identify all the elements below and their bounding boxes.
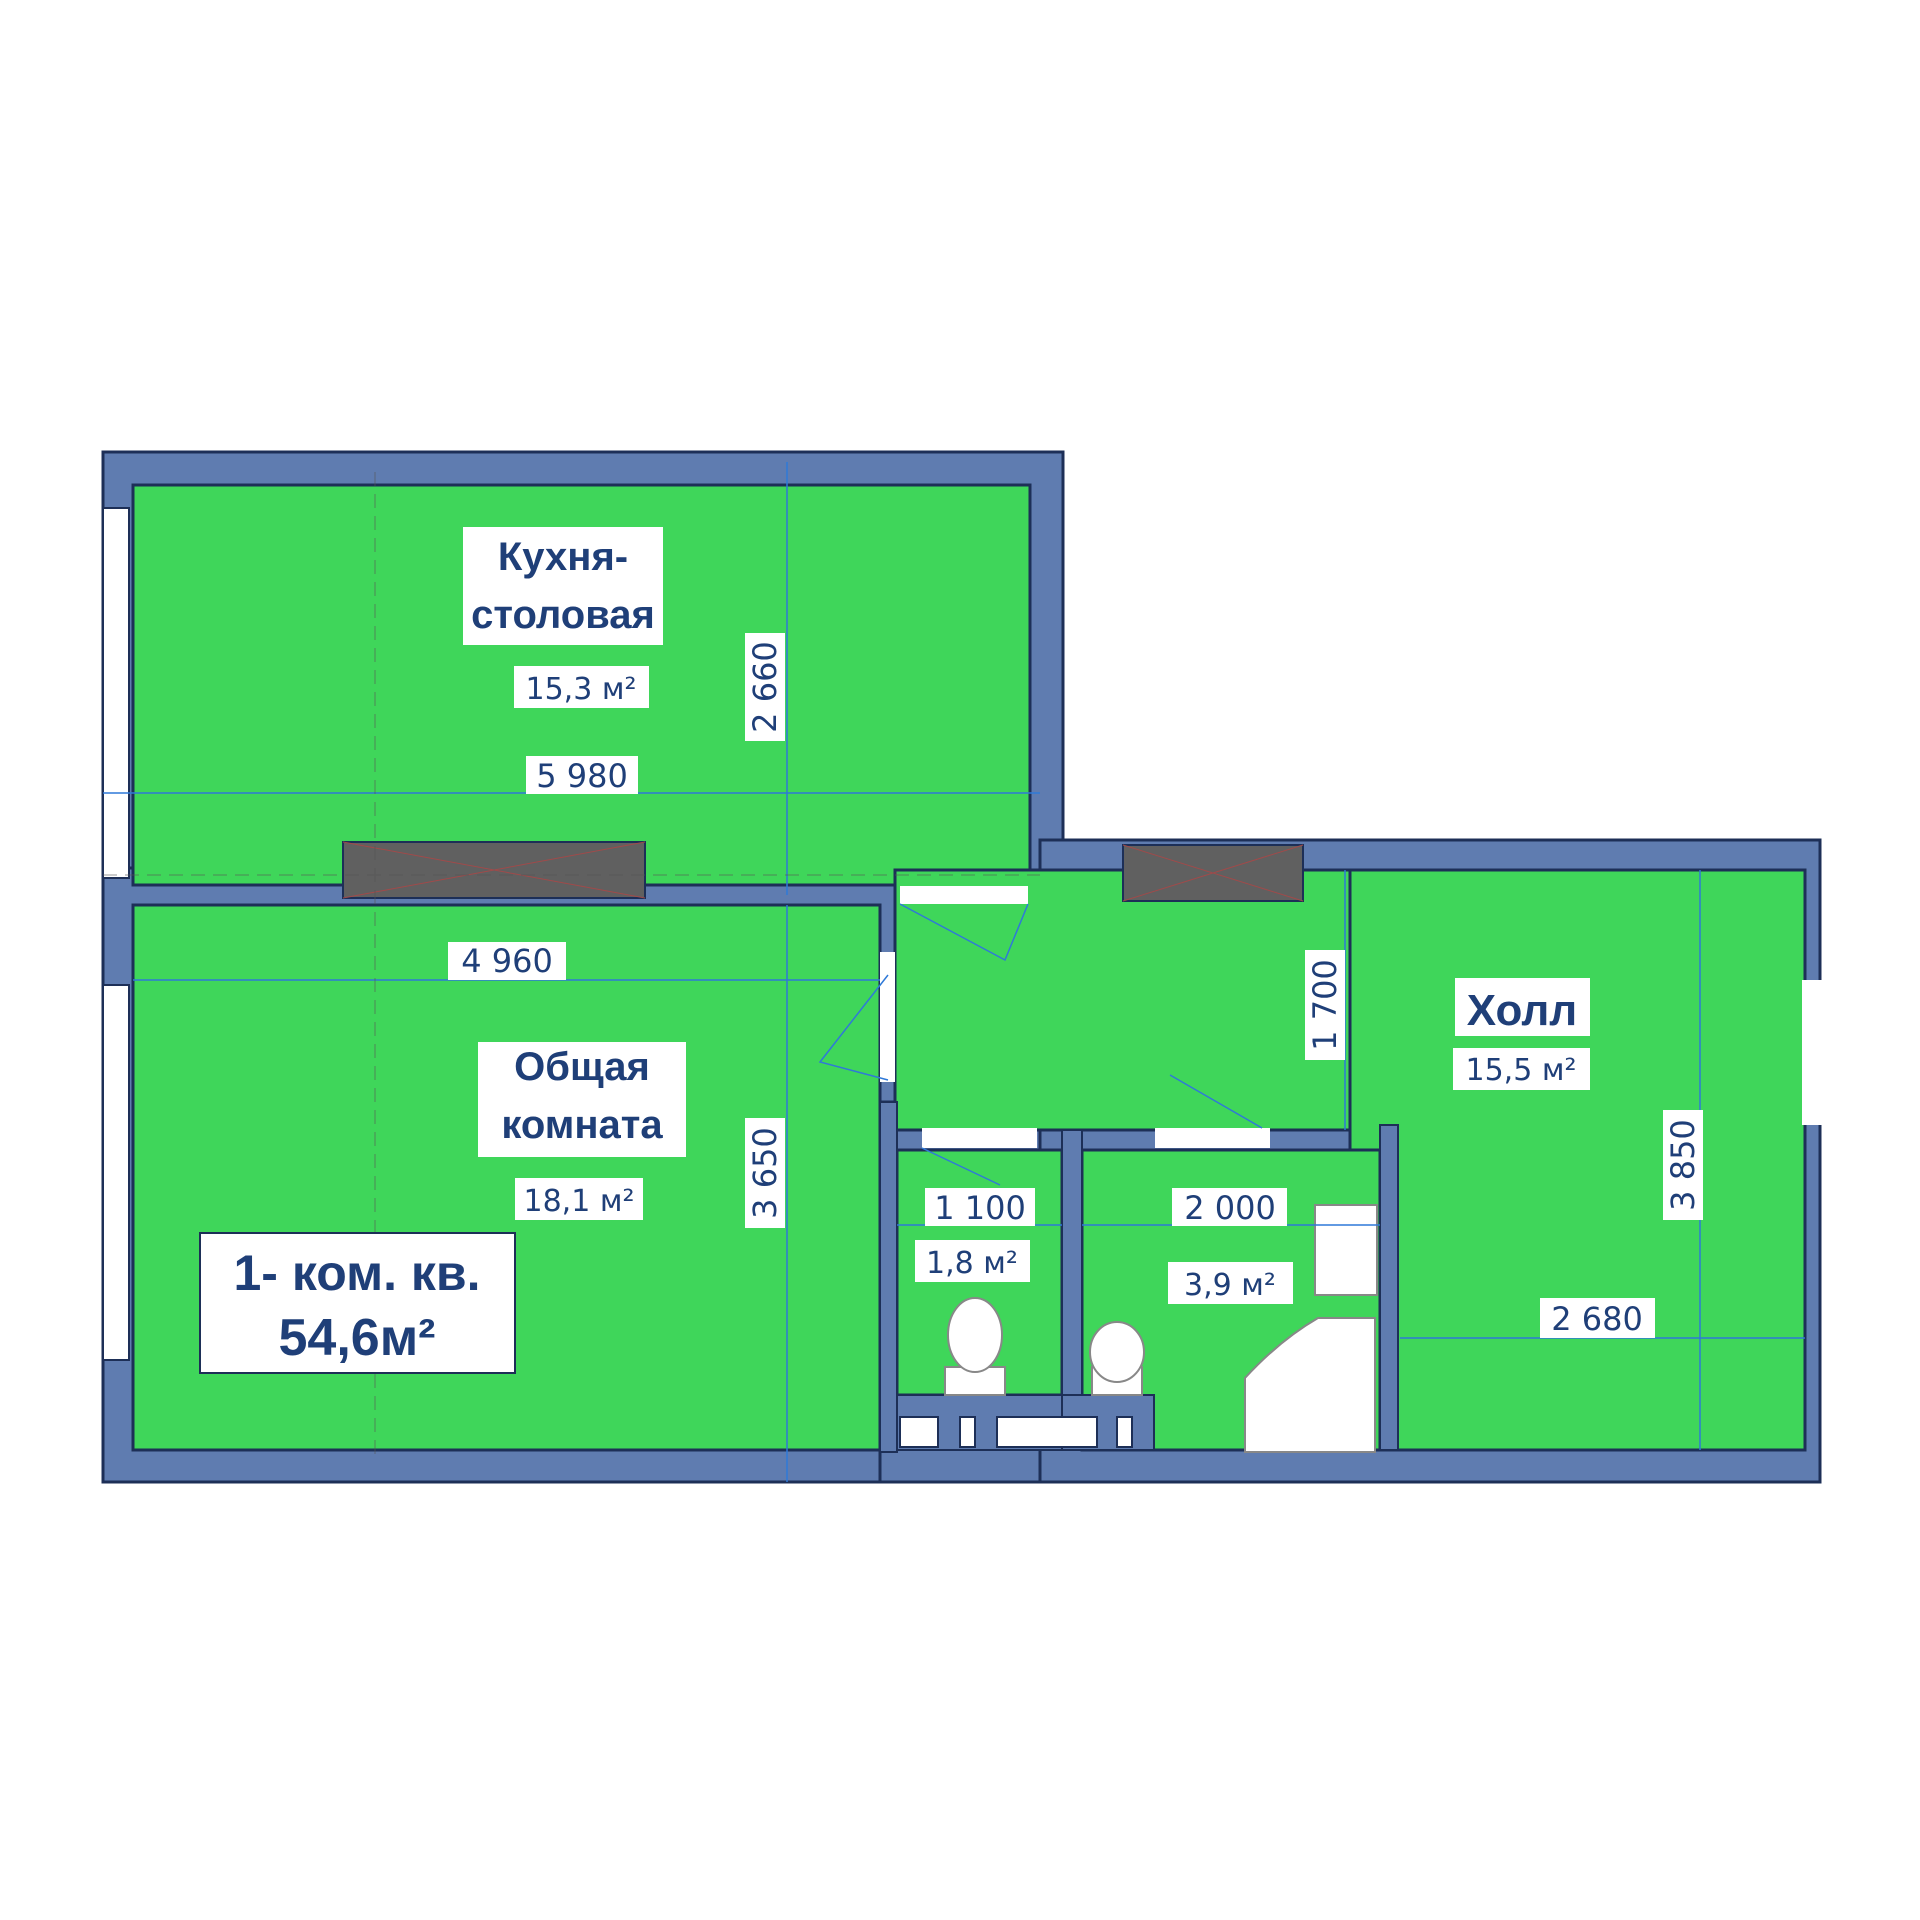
kitchen-labels: Кухня- столовая 15,3 м² 5 980 2 660 [463, 527, 785, 795]
living-door [880, 952, 895, 1082]
kitchen-door [900, 886, 1028, 904]
hall-area: 15,5 м² [1466, 1053, 1577, 1088]
ventilation-shaft-icon [342, 841, 1304, 902]
living-labels: Общая комната 18,1 м² 4 960 3 650 [448, 942, 785, 1228]
kitchen-area: 15,3 м² [526, 672, 637, 707]
bath-width-dimension: 2 000 [1184, 1189, 1276, 1227]
corner-shower-icon [1244, 1317, 1376, 1453]
living-area: 18,1 м² [524, 1184, 635, 1219]
bath-area: 3,9 м² [1184, 1268, 1276, 1303]
apartment-total-area: 54,6м² [279, 1309, 436, 1367]
windows [102, 507, 130, 1361]
entry-door [1802, 980, 1822, 1125]
wc-labels: 1 100 1,8 м² [915, 1188, 1035, 1282]
wc-door [922, 1128, 1037, 1148]
toilet-icon [944, 1297, 1006, 1396]
wc-width-dimension: 1 100 [934, 1189, 1026, 1227]
apartment-type: 1- ком. кв. [233, 1245, 480, 1301]
bath-door [1155, 1128, 1270, 1148]
living-depth-dimension: 3 650 [746, 1127, 784, 1219]
wall-strips [879, 1101, 1399, 1453]
kitchen-name-line1: Кухня- [498, 535, 628, 579]
living-window [102, 984, 130, 1361]
hall-labels: Холл 15,5 м² 1 700 3 850 2 680 [1305, 950, 1703, 1338]
apartment-summary: 1- ком. кв. 54,6м² [199, 1232, 516, 1374]
kitchen-window [102, 507, 130, 879]
living-width-dimension: 4 960 [461, 942, 553, 980]
living-name-line1: Общая [514, 1045, 650, 1089]
hall-name: Холл [1467, 986, 1577, 1035]
utility-niches [899, 1416, 1133, 1448]
kitchen-width-dimension: 5 980 [536, 757, 628, 795]
bath-labels: 2 000 3,9 м² [1168, 1188, 1293, 1304]
wc-area: 1,8 м² [926, 1246, 1018, 1281]
door-swings [818, 903, 1263, 1186]
kitchen-name-line2: столовая [471, 593, 655, 637]
toilet-icon [1089, 1321, 1145, 1396]
corridor-depth-dimension: 1 700 [1306, 959, 1344, 1051]
living-name-line2: комната [501, 1103, 663, 1147]
hall-floor [1348, 868, 1807, 1452]
kitchen-depth-dimension: 2 660 [746, 641, 784, 733]
room-floors [131, 483, 1807, 1452]
hall-depth-dimension: 3 850 [1664, 1119, 1702, 1211]
sink-icon [1314, 1204, 1378, 1296]
hall-width-dimension: 2 680 [1551, 1300, 1643, 1338]
door-openings [880, 886, 1822, 1148]
